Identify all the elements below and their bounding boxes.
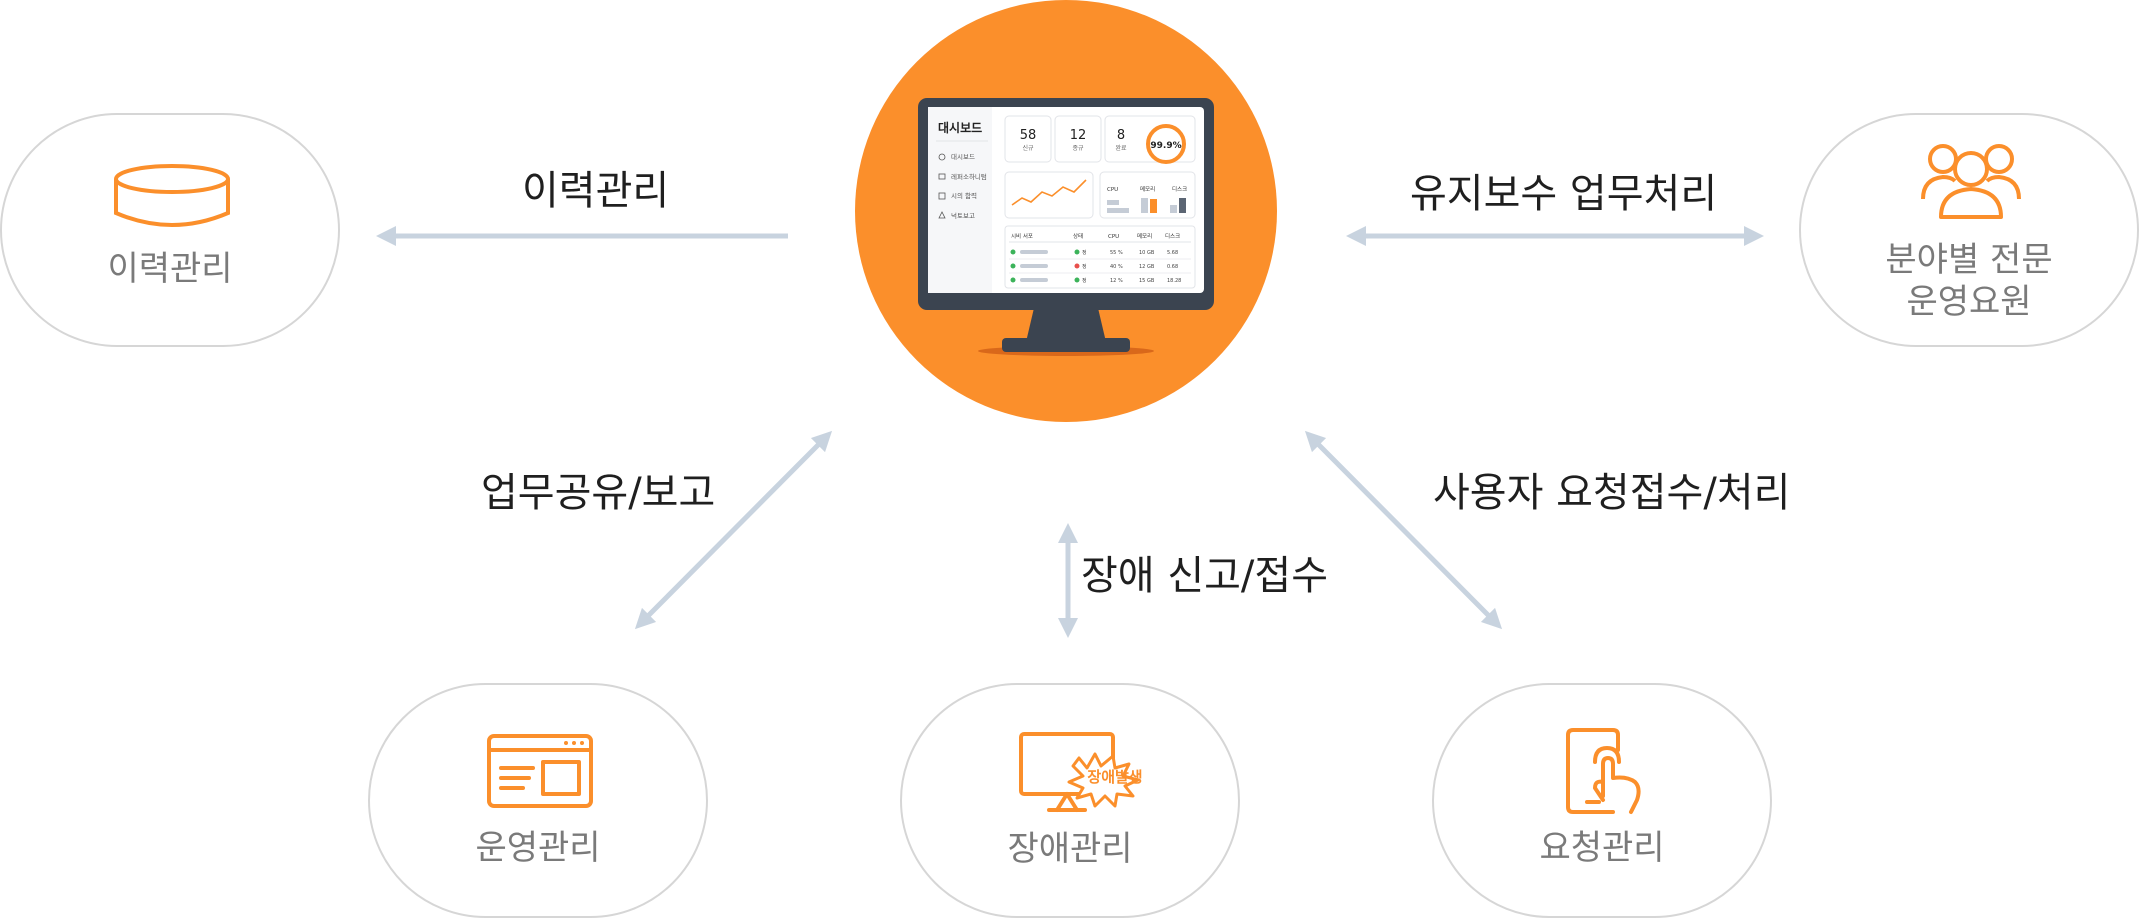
browser-window-icon xyxy=(487,734,593,808)
node-history: 이력관리 xyxy=(0,113,340,347)
dash-cell: 정 xyxy=(1082,277,1087,284)
flow-label-history: 이력관리 xyxy=(522,168,670,214)
dash-title: 대시보드 xyxy=(938,121,982,135)
dash-stat-value: 12 xyxy=(1070,128,1087,143)
node-incident-label: 장애관리 xyxy=(1007,829,1133,869)
dash-stat-label: 완료 xyxy=(1115,144,1127,152)
incident-badge-text: 장애발생 xyxy=(1087,768,1143,786)
dash-table-header: 상태 xyxy=(1073,232,1083,240)
dash-stat-value: 58 xyxy=(1020,128,1037,143)
node-history-label: 이력관리 xyxy=(107,249,233,289)
dash-cell: 12 GB xyxy=(1139,264,1155,270)
dash-menu-item: 대시보드 xyxy=(951,153,975,161)
dash-gauge-value: 99.9% xyxy=(1150,141,1181,151)
dash-table-header: 시비 서포 xyxy=(1011,232,1033,240)
node-staff-label-line1: 분야별 전문 xyxy=(1885,240,2053,280)
dash-line-chart xyxy=(1011,179,1087,206)
dash-cell: 정 xyxy=(1082,249,1087,256)
dash-cell: 정 xyxy=(1082,263,1087,270)
node-staff: 분야별 전문 운영요원 xyxy=(1799,113,2139,347)
flow-label-maintenance: 유지보수 업무처리 xyxy=(1410,171,1718,217)
dash-cell: 15 GB xyxy=(1139,278,1155,284)
dash-menu-item: 넉토보고 xyxy=(951,211,975,220)
node-request-label: 요청관리 xyxy=(1539,828,1665,868)
dash-menu-item: 레퍼소하니텀 xyxy=(951,172,987,181)
node-request: 요청관리 xyxy=(1432,683,1772,918)
node-ops-label: 운영관리 xyxy=(475,828,601,868)
tablet-touch-icon xyxy=(1566,728,1641,814)
dash-cell: 18.28 xyxy=(1167,278,1181,284)
database-icon xyxy=(114,164,230,227)
dash-mini-header: 디스크 xyxy=(1172,185,1187,193)
dash-table-header: 디스크 xyxy=(1165,232,1180,240)
dash-cell: 5.68 xyxy=(1167,250,1178,256)
monitor-dashboard-icon: 대시보드 대시보드 레퍼소하니텀 시의 함력 넉토보고 58 신규 12 종규 … xyxy=(855,0,1277,422)
flow-label-request: 사용자 요청접수/처리 xyxy=(1433,470,1791,516)
dash-table-header: CPU xyxy=(1108,234,1119,240)
dash-cell: 55 % xyxy=(1110,250,1123,256)
dash-cell: 40 % xyxy=(1110,264,1123,270)
monitor-alert-icon xyxy=(1019,732,1140,812)
dash-menu-item: 시의 함력 xyxy=(951,191,977,200)
node-staff-label-line2: 운영요원 xyxy=(1906,282,2032,322)
node-ops: 운영관리 xyxy=(368,683,708,918)
dash-stat-value: 8 xyxy=(1117,128,1125,143)
flow-label-incident: 장애 신고/접수 xyxy=(1081,553,1328,599)
dash-cell: 10 GB xyxy=(1139,250,1155,256)
people-group-icon xyxy=(1921,144,2021,219)
dash-stat-label: 신규 xyxy=(1022,144,1034,152)
dash-mini-header: CPU xyxy=(1107,187,1118,193)
request-arrow xyxy=(1304,430,1503,630)
dash-table-header: 메모리 xyxy=(1137,232,1152,240)
node-incident: 장애발생 장애관리 xyxy=(900,683,1240,918)
share-arrow xyxy=(634,430,833,630)
dash-stat-label: 종규 xyxy=(1072,145,1084,152)
dash-mini-header: 메모리 xyxy=(1140,185,1155,193)
flow-label-share: 업무공유/보고 xyxy=(481,470,716,516)
dash-cell: 12 % xyxy=(1110,278,1123,284)
dash-cell: 0.68 xyxy=(1167,264,1178,270)
